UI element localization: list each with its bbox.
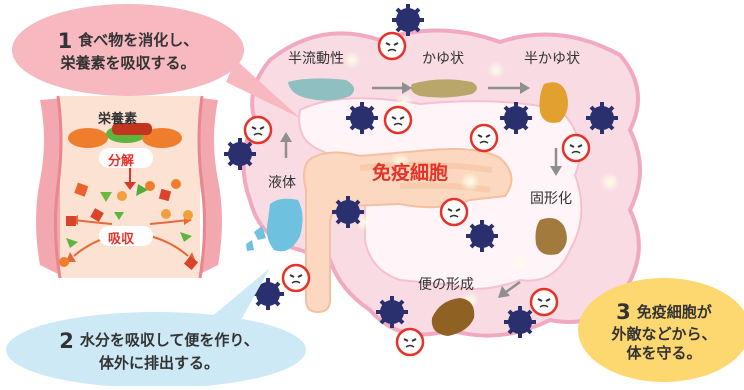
semi-fluid-content (288, 78, 355, 101)
immune-cell-icon (529, 287, 559, 317)
stage-label-semi-fluid: 半流動性 (288, 51, 344, 67)
immune-cell-icon (469, 123, 499, 153)
germ-icon (332, 196, 364, 228)
callout-3-line3: 体を守る。 (626, 344, 702, 363)
semi-porridge-content (539, 82, 568, 123)
callout-1-line2: 栄養素を吸収する。 (60, 53, 196, 72)
germ-icon (376, 296, 408, 328)
callout-1: 1 食べ物を消化し、 栄養素を吸収する。 (18, 18, 238, 82)
immune-cell-icon (377, 31, 407, 61)
small-intestine (303, 148, 513, 314)
callout-2: 2 水分を吸収して便を作り、 体外に排出する。 (14, 322, 304, 378)
germ-icon (346, 102, 378, 134)
stool-content (431, 298, 475, 336)
callout-3-bubble (578, 278, 744, 382)
solidifying-content (535, 218, 567, 255)
flow-arrows (280, 82, 562, 298)
stage-label-porridge: かゆ状 (422, 51, 464, 67)
inset-nutrients-label: 栄養素 (98, 112, 138, 127)
porridge-content (411, 79, 477, 98)
germ-icon (504, 306, 536, 338)
inset-breakdown-label: 分解 (108, 154, 135, 169)
callout-3-line1: 免疫細胞が (636, 302, 712, 321)
inset-intestine-section (36, 95, 222, 279)
immune-cells (243, 31, 591, 357)
callout-3-number: 3 (616, 300, 631, 325)
callout-2-line1: 水分を吸収して便を作り、 (79, 331, 259, 350)
immune-cell-icon (243, 115, 273, 145)
callout-2-bubble (6, 312, 306, 388)
stage-label-stool-formation: 便の形成 (418, 277, 474, 293)
germ-icon (586, 102, 618, 134)
callout-1-bubble (12, 4, 244, 96)
germ-icon (500, 102, 532, 134)
stage-label-solidifying: 固形化 (530, 191, 572, 207)
stage-contents (246, 78, 568, 336)
immune-cell-icon (281, 263, 311, 293)
callout-shapes (6, 4, 744, 388)
germs (224, 4, 618, 338)
immune-cell-icon (561, 133, 591, 163)
callout-3-line2: 外敵などから、 (611, 325, 717, 344)
immune-cell-icon (439, 197, 469, 227)
callout-3: 3 免疫細胞が 外敵などから、 体を守る。 (584, 284, 744, 378)
immune-cells-title: 免疫細胞 (372, 162, 449, 184)
callout-2-line2: 体外に排出する。 (98, 353, 219, 372)
arrow-solid-to-stool (505, 280, 521, 294)
germ-icon (224, 138, 256, 170)
callout-1-line1: 食べ物を消化し、 (78, 31, 199, 50)
stage-label-semi-porridge: 半かゆ状 (524, 51, 580, 67)
immune-cell-icon (395, 327, 425, 357)
callout-2-number: 2 (59, 328, 74, 353)
germ-icon (466, 220, 498, 252)
stage-label-liquid: 液体 (268, 175, 296, 191)
immune-cell-icon (383, 105, 413, 135)
inset-absorption-label: 吸収 (108, 232, 135, 247)
germ-icon (252, 278, 284, 310)
liquid-content (266, 198, 303, 252)
callout-1-number: 1 (57, 28, 73, 53)
germ-icon (392, 4, 424, 36)
